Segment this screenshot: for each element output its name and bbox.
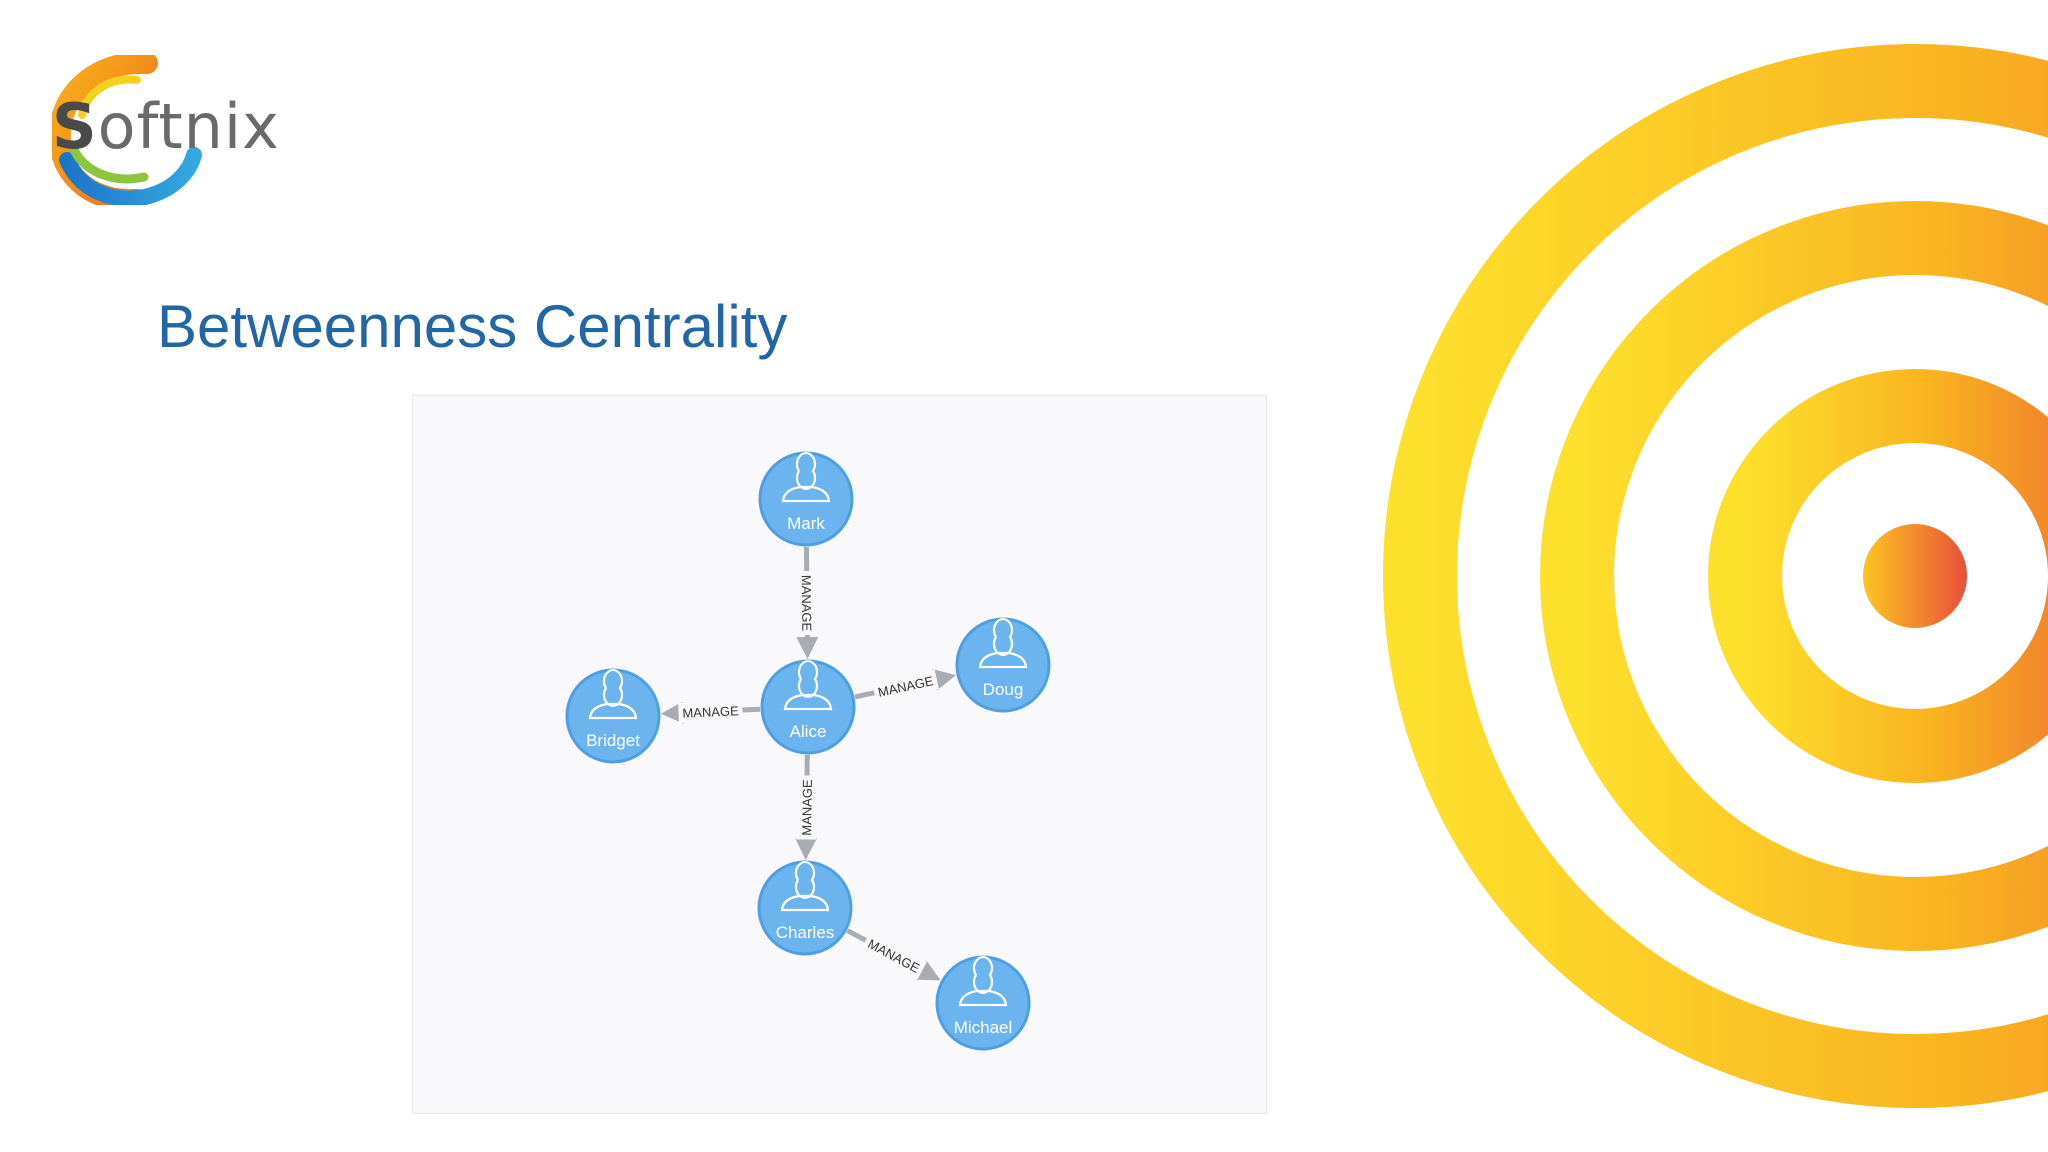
node-label: Michael	[954, 1018, 1013, 1037]
edge-label-group: MANAGE	[872, 669, 939, 703]
node-doug[interactable]: Doug	[955, 617, 1051, 713]
edge-arrowhead	[916, 960, 941, 981]
edge-label-group: MANAGE	[796, 775, 817, 840]
inner-ring	[1708, 369, 2048, 783]
logo-wordmark: Softnix	[52, 90, 280, 163]
edge-label-group: MANAGE	[861, 931, 927, 980]
person-icon	[588, 668, 638, 720]
edge-arrowhead	[796, 636, 819, 660]
node-michael[interactable]: Michael	[935, 955, 1031, 1051]
node-label: Alice	[790, 722, 827, 741]
node-charles[interactable]: Charles	[757, 860, 853, 956]
edge-label-group: MANAGE	[678, 700, 743, 723]
logo-wordmark-initial: S	[52, 90, 98, 163]
person-icon	[780, 860, 830, 912]
edge-label-group: MANAGE	[796, 570, 818, 636]
edge-alice-doug: MANAGE	[854, 668, 957, 703]
node-mark[interactable]: Mark	[758, 451, 854, 547]
edge-alice-bridget: MANAGE	[660, 700, 761, 724]
concentric-rings-decoration	[1383, 44, 2048, 1108]
person-icon	[978, 617, 1028, 669]
center-dot	[1863, 524, 1967, 628]
softnix-logo	[52, 55, 202, 205]
logo-wordmark-rest: oftnix	[97, 90, 280, 163]
edge-label: MANAGE	[799, 779, 815, 836]
edge-label: MANAGE	[799, 575, 815, 632]
node-label: Doug	[983, 680, 1024, 699]
node-alice[interactable]: Alice	[760, 659, 856, 755]
edge-arrowhead	[795, 837, 818, 861]
edge-label: MANAGE	[682, 703, 739, 721]
slide-title: Betweenness Centrality	[157, 293, 788, 360]
edge-arrowhead	[660, 701, 684, 724]
edge-alice-charles: MANAGE	[795, 754, 818, 861]
person-icon	[958, 955, 1008, 1007]
middle-ring	[1540, 201, 2048, 951]
node-label: Charles	[776, 923, 835, 942]
outer-ring	[1383, 44, 2048, 1108]
node-bridget[interactable]: Bridget	[565, 668, 661, 764]
person-icon	[781, 451, 831, 503]
node-label: Mark	[787, 514, 825, 533]
person-icon	[783, 659, 833, 711]
node-label: Bridget	[586, 731, 640, 750]
edge-arrowhead	[932, 668, 957, 691]
edge-charles-michael: MANAGE	[846, 928, 941, 981]
edge-mark-alice: MANAGE	[796, 546, 819, 660]
